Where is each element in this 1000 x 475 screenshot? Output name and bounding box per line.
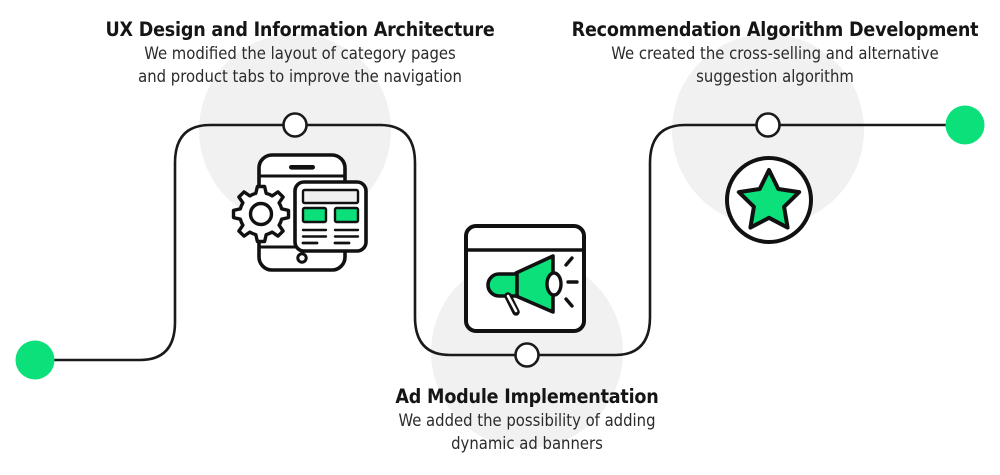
step-text-recommendation-algorithm: Recommendation Algorithm Development We … bbox=[560, 18, 990, 88]
endpoint-start-dot bbox=[15, 340, 55, 380]
step-description-line: We modified the layout of category pages bbox=[144, 44, 456, 64]
step-description-line: We created the cross-selling and alterna… bbox=[611, 44, 939, 64]
browser-megaphone-icon bbox=[464, 224, 586, 333]
mobile-gear-layout-icon bbox=[231, 153, 368, 272]
step-text-ad-module: Ad Module Implementation We added the po… bbox=[367, 385, 687, 455]
step-description-line: suggestion algorithm bbox=[696, 66, 854, 86]
node-ad-marker[interactable] bbox=[514, 342, 540, 368]
phone-speaker bbox=[289, 165, 315, 170]
step-description-line: dynamic ad banners bbox=[451, 433, 603, 453]
connector-path bbox=[33, 123, 967, 362]
node-rec-marker[interactable] bbox=[755, 112, 781, 138]
star-circle-icon bbox=[725, 156, 813, 244]
layout-header-bar bbox=[301, 188, 360, 205]
star-icon bbox=[736, 168, 802, 230]
sound-wave-bottom bbox=[564, 297, 574, 308]
gear-icon bbox=[231, 184, 291, 244]
sound-wave-top bbox=[564, 256, 574, 267]
step-title-recommendation-algorithm: Recommendation Algorithm Development bbox=[571, 18, 979, 41]
step-description-line: We added the possibility of adding bbox=[398, 411, 656, 431]
layout-tile-left bbox=[301, 206, 328, 224]
step-description-line: and product tabs to improve the navigati… bbox=[138, 66, 462, 86]
layout-panel bbox=[293, 180, 368, 253]
endpoint-end-dot bbox=[945, 105, 985, 145]
step-text-ux-design: UX Design and Information Architecture W… bbox=[80, 18, 520, 88]
step-title-ad-module: Ad Module Implementation bbox=[395, 385, 659, 408]
step-description-ad-module: We added the possibility of adding dynam… bbox=[367, 410, 687, 455]
step-description-ux-design: We modified the layout of category pages… bbox=[80, 43, 520, 88]
megaphone-handle-fill bbox=[506, 294, 518, 313]
phone-home-button bbox=[296, 252, 308, 264]
megaphone-mouth bbox=[545, 271, 563, 297]
step-title-ux-design: UX Design and Information Architecture bbox=[105, 18, 495, 41]
node-ux-marker[interactable] bbox=[282, 112, 308, 138]
gear-center-hole bbox=[248, 201, 274, 227]
megaphone-body bbox=[486, 272, 519, 298]
step-description-recommendation-algorithm: We created the cross-selling and alterna… bbox=[560, 43, 990, 88]
layout-tile-right bbox=[333, 206, 360, 224]
